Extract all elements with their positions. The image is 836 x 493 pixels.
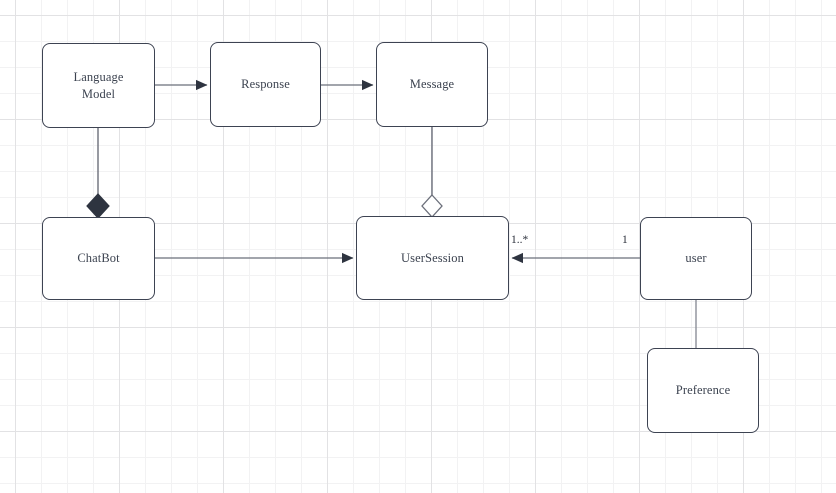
node-chatbot[interactable]: ChatBot — [42, 217, 155, 300]
edge-message-to-user-session — [421, 127, 443, 218]
edge-language-model-to-chatbot — [86, 128, 110, 219]
node-label: Response — [241, 77, 290, 91]
multiplicity-label-user-session-end: 1..* — [511, 234, 529, 246]
node-language-model[interactable]: Language Model — [42, 43, 155, 128]
node-response[interactable]: Response — [210, 42, 321, 127]
node-label: Preference — [675, 383, 731, 397]
filled-diamond-icon — [86, 193, 110, 219]
node-label: Message — [409, 77, 455, 91]
node-preference[interactable]: Preference — [647, 348, 759, 433]
node-label: user — [685, 251, 707, 265]
node-label: ChatBot — [77, 251, 120, 265]
multiplicity-label-user-end: 1 — [622, 234, 628, 246]
node-label: Language Model — [73, 69, 124, 101]
node-message[interactable]: Message — [376, 42, 488, 127]
node-user-session[interactable]: UserSession — [356, 216, 509, 300]
node-label: UserSession — [401, 250, 464, 265]
hollow-diamond-icon — [421, 194, 443, 218]
node-user[interactable]: user — [640, 217, 752, 300]
